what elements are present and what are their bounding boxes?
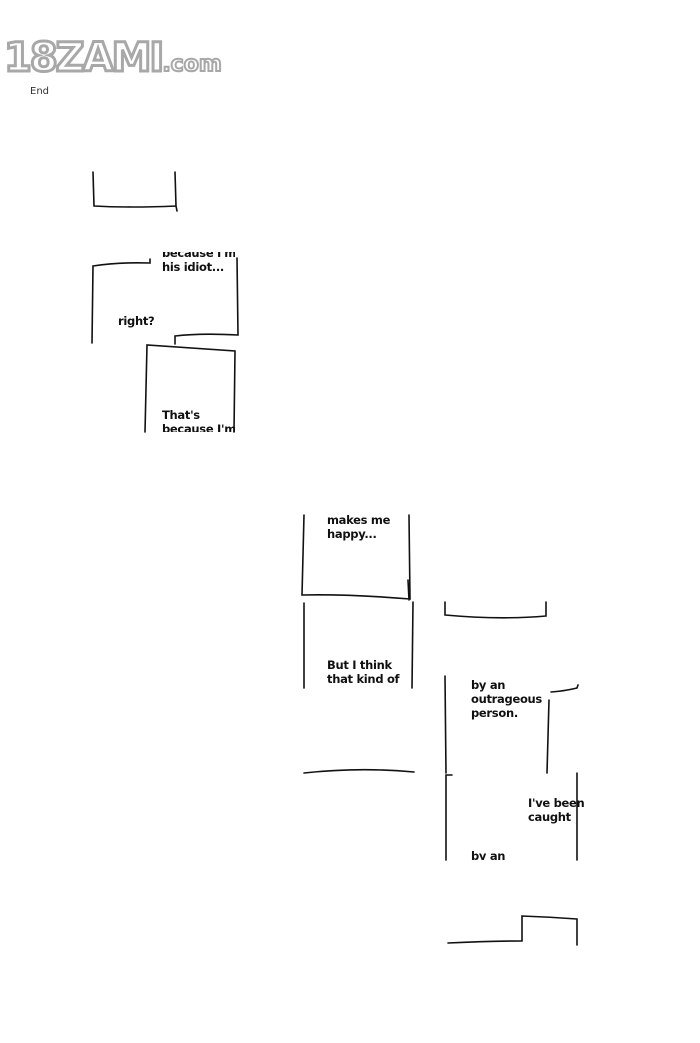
caption-text: his idiot... [162,260,224,274]
caption-text: happy... [327,527,377,541]
box7-border [444,675,579,774]
box2-border [91,257,239,345]
caption-text: because I'm [162,422,235,432]
caption-text: right? [118,314,155,328]
caption-text: person. [471,706,518,720]
logo-text: 18ZAMI [2,35,165,82]
caption-text: by an [471,849,506,860]
caption-box7: by an outrageous person. [465,676,550,722]
box9-border [445,772,578,861]
end-mark: End [30,86,50,97]
caption-text: makes me [327,513,391,527]
watermark-logo: 18ZAMI.com [2,35,222,87]
caption-text: But I think [327,658,392,672]
caption-text: that kind of [327,672,400,686]
box8-border [303,768,415,774]
box3-border [144,344,236,433]
box10-border [447,915,578,946]
caption-text: outrageous [471,692,542,706]
logo-domain: .com [161,51,222,78]
caption-text: That's [162,408,200,422]
caption-box9-bottom: by an [465,845,525,860]
caption-text: caught [528,810,571,824]
caption-box3: That's because I'm [150,400,235,432]
caption-text: I've been [528,796,585,810]
box5-border [303,601,414,689]
caption-box2-top: because I'm his idiot... [150,252,235,286]
caption-text: by an [471,678,506,692]
box6-border [444,601,547,619]
box1-border [92,171,178,212]
caption-text: because I'm [162,252,235,260]
caption-box5: But I think that kind of [320,650,410,688]
box4-border [301,514,411,601]
